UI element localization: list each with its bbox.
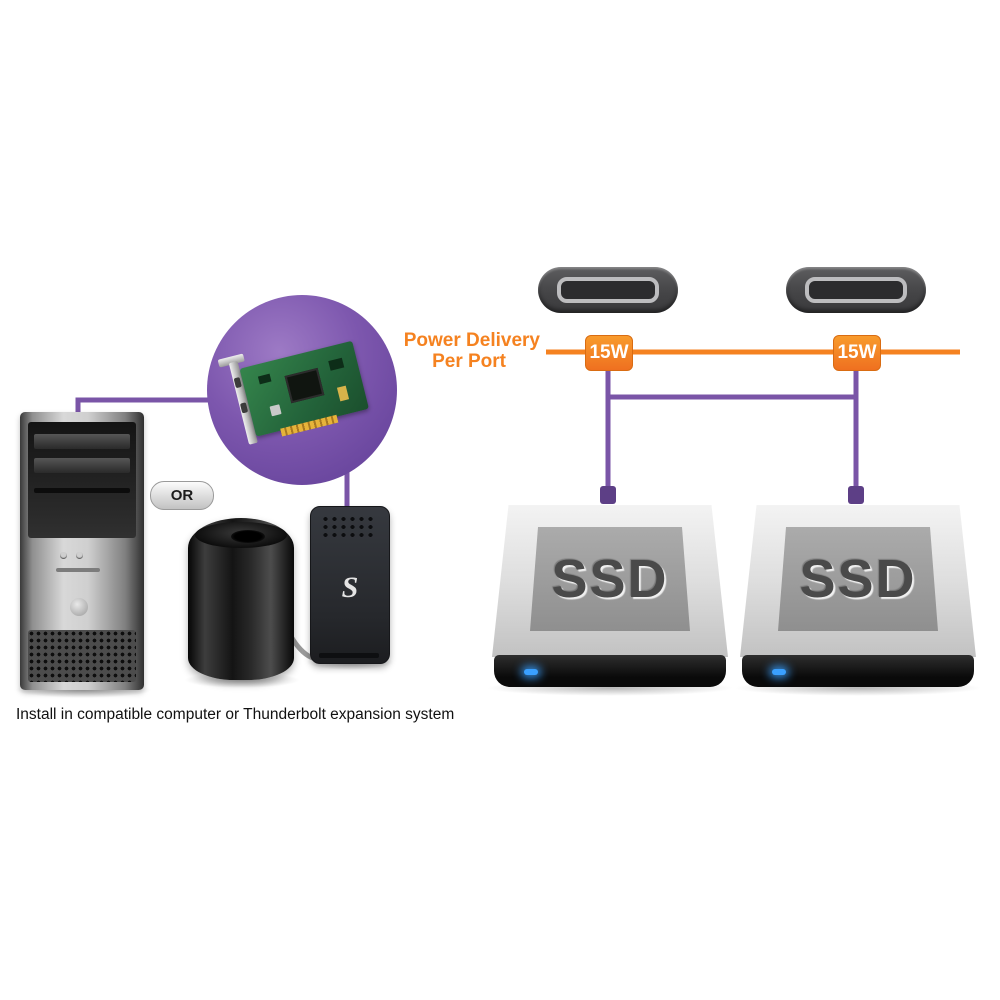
ssd-label: SSD [799,549,917,609]
wattage-badge-port1: 15W [585,335,633,371]
tower-slot [56,568,100,572]
card-component-icon [336,385,350,402]
chassis-vents [321,515,377,539]
power-delivery-line2: Per Port [432,351,506,372]
ssd-label-plate: SSD [778,527,938,631]
card-component-icon [257,373,272,385]
mac-pro-top [195,522,287,548]
tower-button-icon [76,552,83,559]
card-component-icon [269,404,282,417]
caption-text: Install in compatible computer or Thunde… [16,706,455,723]
ssd-label: SSD [551,549,669,609]
plug-ssd1-icon [600,486,616,504]
usb-c-port-icon [538,267,678,313]
tower-button-icon [60,552,67,559]
tower-drive-bays [28,422,136,538]
mac-pro-icon [188,518,294,680]
tower-bay [34,458,130,473]
thunderbolt-chassis-icon: S [310,506,390,664]
wattage-badge-port2: 15W [833,335,881,371]
power-delivery-line1: Power Delivery [403,330,540,351]
card-component-icon [328,357,345,371]
ssd-label-plate: SSD [530,527,690,631]
usb-c-tongue-icon [805,277,907,303]
mac-pro-vent [231,530,265,543]
ssd-drive-right: SSD [740,505,976,695]
tower-logo-icon [70,598,88,616]
ssd-led-icon [772,669,786,675]
power-delivery-label: Power Delivery Per Port [350,330,540,372]
card-chip-icon [284,367,325,404]
tower-bay [34,434,130,449]
plug-ssd2-icon [848,486,864,504]
or-label: OR [150,481,214,510]
usb-c-tongue-icon [557,277,659,303]
tower-pc-icon [20,412,144,690]
tower-bay-slit [34,488,130,493]
tower-mesh-grille [28,630,136,682]
chassis-foot [319,653,379,658]
chassis-logo: S [341,571,359,604]
ssd-drive-left: SSD [492,505,728,695]
ssd-led-icon [524,669,538,675]
usb-c-port-icon [786,267,926,313]
